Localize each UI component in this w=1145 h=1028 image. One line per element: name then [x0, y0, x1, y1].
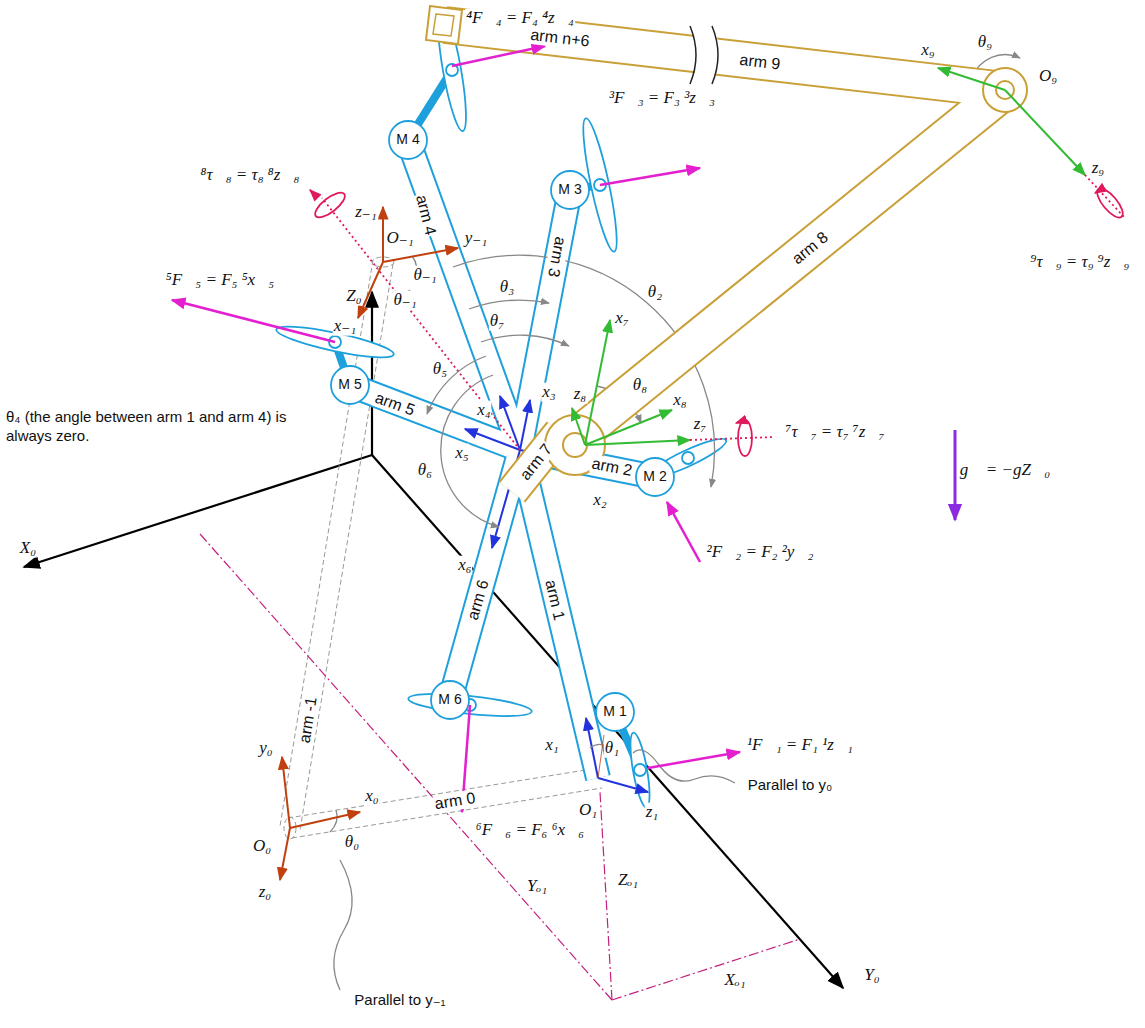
note-text: θ₄ (the angle between arm 1 and arm 4) i…: [5, 408, 292, 446]
joint-torques: [310, 175, 1127, 456]
arm-label: arm 3: [544, 234, 569, 279]
force-label: ⁹τ⃗₉ = τ₉ ⁹z⃗₉: [1029, 253, 1130, 272]
motor-label: M 5: [337, 377, 362, 392]
symbol-label: x₉: [920, 41, 935, 60]
motor-label: M 6: [437, 692, 462, 707]
body-axes: [465, 396, 648, 792]
symbol-label: Xₒ₁: [723, 971, 746, 990]
symbol-label: x₆: [457, 556, 472, 575]
arm-label: arm 5: [372, 388, 418, 419]
symbol-label: θ₂: [647, 283, 663, 302]
arm-label: arm 4: [412, 192, 439, 238]
symbol-label: z₉: [1091, 159, 1106, 178]
symbol-label: Zₒ₁: [617, 871, 639, 890]
arm-label: arm 1: [542, 577, 569, 623]
symbol-label: θ₆: [417, 461, 433, 480]
symbol-label: θ₃: [499, 278, 515, 297]
propellers: [274, 7, 729, 808]
force-label: ⁷τ⃗₇ = τ₇ ⁷z⃗₇: [784, 423, 885, 442]
symbol-label: x₃: [541, 383, 556, 402]
force-label: ⁶F⃗₆ = F₆ ⁶x⃗₆: [475, 821, 586, 840]
symbol-label: x₈: [672, 391, 687, 410]
arm-label: arm 2: [589, 454, 634, 479]
symbol-label: Yₒ₁: [526, 877, 548, 896]
symbol-label: z₈: [573, 385, 588, 404]
symbol-label: θ₋₁: [392, 291, 417, 310]
symbol-label: O₀: [252, 837, 272, 856]
note-text: Parallel to y₋₁: [353, 992, 446, 1009]
symbol-label: O₉: [1038, 67, 1058, 86]
symbol-label: θ₅: [432, 360, 448, 379]
arm-label: arm 7: [516, 440, 557, 484]
symbol-label: θ₁: [604, 739, 620, 758]
arm-label: arm 0: [432, 789, 477, 813]
manipulator-arms: [426, 6, 1027, 492]
force-label: ²F⃗₂ = F₂ ²y⃗₂: [706, 543, 815, 562]
arm-label: arm 9: [738, 51, 783, 73]
symbol-label: θ₈: [632, 376, 648, 395]
symbol-label: x₀: [364, 787, 379, 806]
gravity-label: g⃗ = −gZ⃗₀: [959, 461, 1051, 480]
symbol-label: X₀: [19, 539, 37, 558]
symbol-label: y₋₁: [464, 229, 488, 248]
motor-label: M 4: [395, 132, 420, 147]
symbol-label: θ₀: [344, 833, 360, 852]
symbol-label: θ₋₁: [412, 266, 437, 285]
symbol-label: z₁: [645, 803, 660, 822]
joint-axes: [572, 68, 1085, 445]
force-label: ⁴F⃗₄ = F₄ ⁴z⃗₄: [465, 9, 575, 28]
motor-label: M 2: [642, 469, 667, 484]
symbol-label: x₇: [614, 309, 629, 328]
symbol-label: θ₉: [977, 33, 993, 52]
angle-arcs: [330, 55, 1020, 990]
symbol-label: Y₀: [863, 966, 880, 985]
force-label: ¹F⃗₁ = F₁ ¹z⃗₁: [746, 736, 854, 755]
symbol-label: θ₇: [489, 312, 505, 331]
force-label: ³F⃗₃ = F₃ ³z⃗₃: [608, 89, 716, 108]
symbol-label: z₋₁: [354, 203, 378, 222]
motor-label: M 3: [557, 182, 582, 197]
global-axes: [24, 292, 843, 988]
symbol-label: z₀: [258, 883, 273, 902]
arm-label: arm 8: [788, 228, 832, 269]
symbol-label: x₂: [592, 491, 607, 510]
force-label: ⁸τ⃗₈ = τ₈ ⁸z⃗₈: [199, 166, 300, 185]
motor-label: M 1: [602, 704, 627, 719]
arm-label: arm n+6: [529, 26, 592, 51]
symbol-label: x₅: [454, 444, 469, 463]
projection-lines: [200, 534, 800, 1000]
arm-label: arm -1: [296, 695, 321, 745]
thrust-forces: [172, 46, 740, 812]
symbol-label: Z₀: [345, 287, 362, 306]
frame-axes: [280, 207, 604, 880]
symbol-label: y₀: [258, 739, 273, 758]
symbol-label: O₋₁: [385, 229, 414, 248]
symbol-label: O₁: [578, 801, 598, 820]
symbol-label: z₇: [693, 415, 708, 434]
arm-label: arm 6: [464, 577, 493, 623]
note-text: Parallel to y₀: [747, 777, 834, 794]
symbol-label: x₋₁: [333, 317, 357, 336]
symbol-label: x₄: [476, 401, 491, 420]
gravity-arrow: [955, 430, 956, 520]
force-label: ⁵F⃗₅ = F₅ ⁵x⃗₅: [165, 271, 276, 290]
symbol-label: x₁: [544, 736, 559, 755]
